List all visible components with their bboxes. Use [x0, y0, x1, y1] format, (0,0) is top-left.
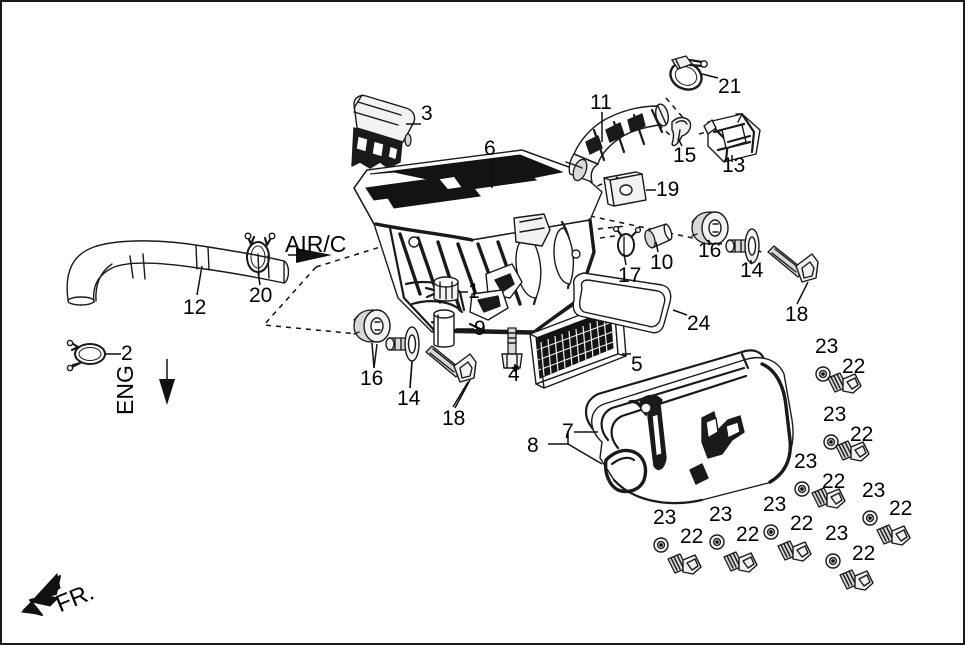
callout-23-b: 23	[823, 403, 847, 426]
part-11-air-intake-duct	[565, 103, 669, 183]
callout-24: 24	[687, 312, 711, 335]
callout-4: 4	[508, 363, 520, 386]
part-20-hose-clamp-large	[244, 232, 276, 273]
callout-23-h: 23	[825, 522, 849, 545]
callout-23-g: 23	[763, 493, 787, 516]
part-17-spring-clip	[612, 225, 642, 257]
callout-22-d: 22	[889, 497, 913, 520]
leader-lines-fine	[373, 240, 752, 408]
callout-8: 8	[527, 434, 539, 457]
screw-22-group	[667, 372, 911, 591]
callout-23-a: 23	[815, 335, 839, 358]
part-5-air-filter-element	[529, 301, 627, 389]
callout-23-c: 23	[794, 450, 818, 473]
callout-19: 19	[656, 178, 680, 201]
callout-5: 5	[631, 353, 643, 376]
callout-22-e: 22	[680, 525, 704, 548]
callout-16-left: 16	[360, 367, 384, 390]
part-21-duct-band-clamp	[669, 55, 708, 91]
callout-15: 15	[673, 144, 697, 167]
part-9-collar-sleeve	[433, 309, 455, 348]
callout-12: 12	[183, 296, 207, 319]
direction-label-eng: ENG	[112, 365, 138, 415]
callout-9: 9	[474, 317, 486, 340]
fastener-cluster-22-23	[653, 366, 911, 591]
washer-23-group	[653, 366, 878, 569]
callout-23-e: 23	[653, 506, 677, 529]
callout-14-left: 14	[397, 387, 421, 410]
part-3-inlet-duct	[351, 94, 416, 169]
part-16-rubber-grommet-left	[353, 309, 391, 343]
part-15-wire-clip	[671, 116, 692, 147]
callout-18-right: 18	[785, 303, 809, 326]
callout-22-g: 22	[790, 512, 814, 535]
part-19-rubber-mount-block	[603, 171, 647, 207]
callout-17: 17	[618, 264, 642, 287]
part-6-air-cleaner-case	[353, 149, 603, 335]
callout-21: 21	[718, 75, 742, 98]
callout-10: 10	[650, 251, 674, 274]
direction-arrows	[20, 248, 332, 616]
callout-11: 11	[590, 91, 612, 114]
part-1-breather-fitting	[424, 276, 459, 302]
callout-18-left: 18	[442, 407, 466, 430]
part-18-hex-flange-bolt-left	[425, 345, 477, 383]
part-16-rubber-grommet-right	[691, 211, 729, 245]
callout-3: 3	[421, 102, 433, 125]
part-10-cap-plug	[644, 223, 673, 249]
callout-7: 7	[562, 420, 574, 443]
callout-22-f: 22	[736, 523, 760, 546]
part-14-push-rivet-left	[385, 326, 420, 362]
part-18-hex-flange-bolt-right	[767, 245, 819, 283]
direction-label-air-c: AIR/C	[285, 231, 347, 257]
callout-16-right: 16	[698, 239, 722, 262]
callout-22-c: 22	[822, 470, 846, 493]
part-24-filter-seal-frame	[572, 272, 672, 334]
part-7-8-air-cleaner-cover	[584, 349, 794, 505]
callout-23-d: 23	[862, 479, 886, 502]
callout-22-a: 22	[842, 355, 866, 378]
callout-22-b: 22	[850, 423, 874, 446]
callout-2: 2	[121, 342, 133, 365]
callout-1: 1	[468, 280, 480, 303]
callout-14-right: 14	[740, 259, 764, 282]
part-4-flange-bolt	[501, 327, 523, 369]
callout-22-h: 22	[852, 542, 876, 565]
callout-13: 13	[722, 154, 746, 177]
part-2-hose-clamp-small	[66, 339, 106, 372]
callout-23-f: 23	[709, 503, 733, 526]
callout-6: 6	[484, 137, 496, 160]
callout-20: 20	[249, 284, 273, 307]
part-13-intake-funnel	[703, 112, 761, 163]
part-14-push-rivet-right	[725, 228, 760, 264]
